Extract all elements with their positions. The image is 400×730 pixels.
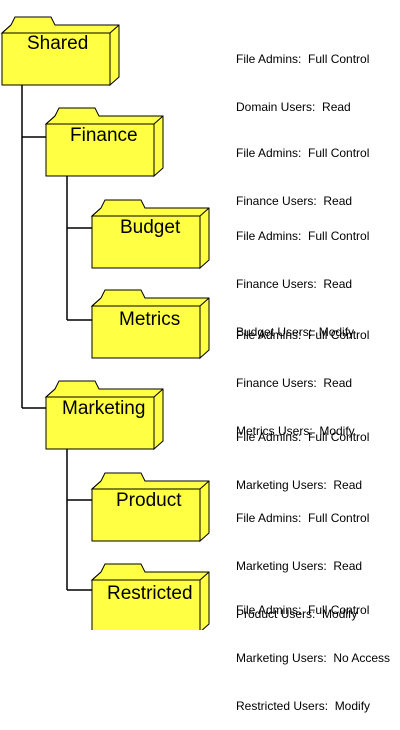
permission-line: Domain Users: Read bbox=[236, 100, 351, 114]
folder-label-shared[interactable]: Shared bbox=[27, 33, 89, 54]
folder-front-panel bbox=[45, 123, 155, 177]
folder-icon-shared[interactable] bbox=[0, 16, 120, 87]
folder-label-restricted[interactable]: Restricted bbox=[107, 583, 193, 604]
permission-line: Finance Users: Read bbox=[236, 376, 353, 390]
permission-line: Finance Users: Read bbox=[236, 277, 353, 291]
folder-depth-edge bbox=[91, 571, 210, 581]
permissions-marketing: File Admins: Full Control Marketing User… bbox=[236, 397, 369, 509]
permission-line: File Admins: Full Control bbox=[236, 146, 370, 160]
permissions-shared: File Admins: Full Control Domain Users: … bbox=[236, 19, 369, 131]
folder-front-panel bbox=[45, 396, 155, 450]
folder-front-panel bbox=[1, 32, 111, 86]
permission-line: Marketing Users: Read bbox=[236, 559, 363, 573]
folder-icon-product[interactable] bbox=[90, 472, 210, 543]
permission-line: Metrics Users: Modify bbox=[236, 424, 355, 438]
folder-depth-edge bbox=[1, 24, 120, 34]
folder-front-panel bbox=[91, 488, 201, 542]
folder-depth-edge bbox=[45, 388, 164, 398]
tree-connectors bbox=[21, 77, 93, 591]
folder-front-panel bbox=[91, 579, 201, 630]
permission-line: Finance Users: Read bbox=[236, 194, 353, 208]
folder-depth-edge bbox=[91, 207, 210, 217]
permissions-restricted: File Admins: Full Control Marketing User… bbox=[236, 570, 390, 730]
permissions-metrics: File Admins: Full Control Finance Users:… bbox=[236, 295, 369, 455]
folder-icon-budget[interactable] bbox=[90, 199, 210, 270]
permission-line: File Admins: Full Control bbox=[236, 430, 370, 444]
permission-line: Marketing Users: Read bbox=[236, 478, 363, 492]
folder-icon-marketing[interactable] bbox=[44, 380, 164, 451]
permission-line: File Admins: Full Control bbox=[236, 229, 370, 243]
folder-label-marketing[interactable]: Marketing bbox=[62, 398, 146, 419]
folder-tree-diagram bbox=[0, 16, 210, 630]
folder-depth-edge bbox=[91, 480, 210, 490]
permission-line: Budget Users: Modify bbox=[236, 325, 355, 339]
permission-line: Marketing Users: No Access bbox=[236, 651, 391, 665]
folder-front-panel bbox=[91, 215, 201, 269]
folder-label-product[interactable]: Product bbox=[116, 490, 182, 511]
permission-line: File Admins: Full Control bbox=[236, 603, 370, 617]
permission-line: Restricted Users: Modify bbox=[236, 699, 371, 713]
folder-depth-edge bbox=[45, 115, 164, 125]
folder-label-budget[interactable]: Budget bbox=[120, 217, 181, 238]
folder-label-finance[interactable]: Finance bbox=[70, 125, 138, 146]
permissions-finance: File Admins: Full Control Finance Users:… bbox=[236, 113, 369, 225]
permissions-budget: File Admins: Full Control Finance Users:… bbox=[236, 196, 369, 356]
folder-icon-finance[interactable] bbox=[44, 107, 164, 178]
folder-icon-restricted[interactable] bbox=[90, 563, 210, 630]
folder-front-panel bbox=[91, 305, 201, 359]
permission-line: File Admins: Full Control bbox=[236, 511, 370, 525]
permission-line: File Admins: Full Control bbox=[236, 328, 370, 342]
permissions-product: File Admins: Full Control Marketing User… bbox=[236, 478, 369, 638]
folder-depth-edge bbox=[91, 297, 210, 307]
permission-line: Product Users: Modify bbox=[236, 607, 358, 621]
permission-line: File Admins: Full Control bbox=[236, 52, 370, 66]
folder-icon-metrics[interactable] bbox=[90, 289, 210, 360]
folder-label-metrics[interactable]: Metrics bbox=[119, 309, 181, 330]
